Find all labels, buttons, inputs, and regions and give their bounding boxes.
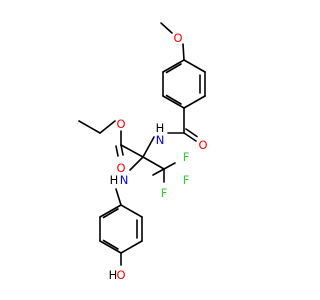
methoxyphenyl-group xyxy=(160,22,206,134)
bond-central-ester xyxy=(120,144,144,158)
atom-h-amine: H xyxy=(110,173,119,187)
bond-methyl-o xyxy=(160,22,173,34)
ring-double-bond xyxy=(102,239,119,250)
bond-central-cf3 xyxy=(142,156,165,170)
molecule-structure: O O H N O O F F F H N H O xyxy=(0,0,300,300)
amide-double-bond xyxy=(185,128,198,138)
ring-bond xyxy=(99,240,122,254)
atom-f-1: F xyxy=(183,150,190,164)
ring-bond xyxy=(99,204,122,218)
bond-o-ring xyxy=(182,43,185,61)
atom-n-amine: N xyxy=(120,173,129,187)
atom-f-2: F xyxy=(183,173,190,187)
trifluoromethyl-group xyxy=(142,156,176,183)
ring-bond xyxy=(183,59,206,73)
ring-bond xyxy=(162,59,185,73)
ester-double-bond xyxy=(115,145,119,157)
ring-bond xyxy=(183,95,206,109)
ring-double-bond xyxy=(165,63,182,74)
bond-c-f xyxy=(152,168,165,176)
atom-o-amide: O xyxy=(198,138,207,152)
ester-double-bond xyxy=(120,144,124,156)
atom-o-methoxy: O xyxy=(173,31,182,45)
ring-double-bond xyxy=(165,94,182,105)
atom-o-ester-carbonyl: O xyxy=(116,161,125,175)
atom-n-amide: N xyxy=(156,133,165,147)
amide-double-bond xyxy=(183,132,197,142)
hydroxyphenyl-amine-group xyxy=(99,156,144,266)
bond-c-f xyxy=(163,162,176,170)
atom-o-hydroxy: O xyxy=(116,268,125,282)
structure-canvas: O O H N O O F F F H N H O xyxy=(0,0,300,300)
ring-double-bond xyxy=(102,208,119,219)
bond-o-ethyl xyxy=(99,120,116,134)
amide-group xyxy=(142,128,198,158)
background xyxy=(0,0,300,300)
atom-o-ester: O xyxy=(116,117,125,131)
bond-n-ring xyxy=(115,188,122,206)
atom-h-hydroxy: H xyxy=(109,268,118,282)
ethyl-ester-group xyxy=(78,120,144,158)
bond-central-n xyxy=(129,156,144,171)
ring-bond xyxy=(120,240,143,254)
bond-n-central xyxy=(142,136,155,158)
atom-h-amide: H xyxy=(156,121,165,135)
ring-bond xyxy=(120,204,143,218)
ring-bond xyxy=(162,95,185,109)
atom-f-3: F xyxy=(161,186,168,200)
bond-ethyl xyxy=(78,120,101,134)
